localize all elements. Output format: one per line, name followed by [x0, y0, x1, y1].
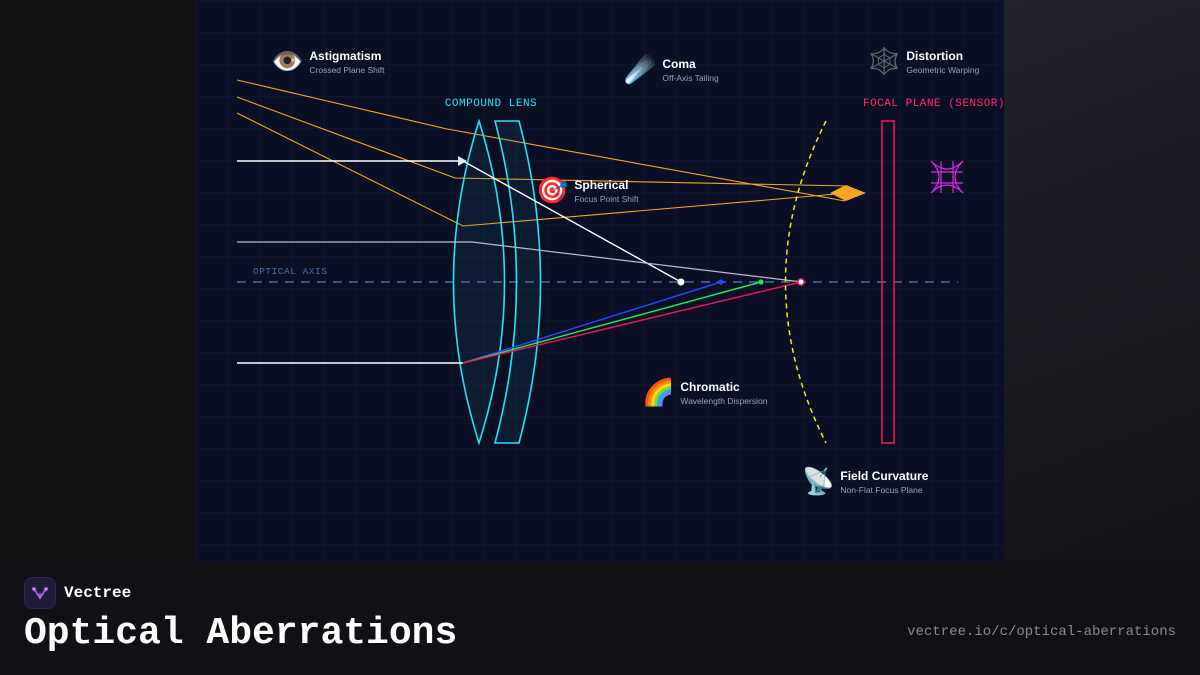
spiderweb-icon: 🕸️ [868, 47, 901, 77]
field-curvature-subtitle: Non-Flat Focus Plane [840, 484, 923, 495]
chromatic-focus-green [758, 279, 764, 285]
astigmatism-subtitle: Crossed Plane Shift [309, 64, 385, 75]
satellite-dish-icon: 📡 [802, 467, 835, 497]
distortion-subtitle: Geometric Warping [906, 64, 980, 75]
eye-icon: 👁️ [271, 47, 304, 77]
chromatic-focus-blue [718, 279, 724, 285]
chromatic-ray-green [462, 281, 762, 364]
coma-subtitle: Off-Axis Tailing [662, 72, 719, 83]
lens-element-rear [493, 120, 542, 444]
distortion-title: Distortion [906, 48, 964, 63]
brand[interactable]: Vectree [24, 577, 131, 609]
lens-label: COMPOUND LENS [445, 98, 537, 110]
page-url-link[interactable]: vectree.io/c/optical-aberrations [907, 624, 1176, 640]
vectree-logo-icon [24, 577, 56, 609]
field-curvature-title: Field Curvature [840, 468, 929, 483]
label-field-curvature: 📡 Field Curvature Non-Flat Focus Plane [802, 467, 928, 497]
optical-axis-label: OPTICAL AXIS [253, 266, 327, 277]
optics-diagram: OPTICAL AXIS COMPOUND LENS [236, 79, 1004, 446]
chromatic-focus-red [797, 278, 805, 286]
rainbow-icon: 🌈 [642, 378, 675, 408]
coma-focus-point [677, 278, 685, 286]
target-icon: 🎯 [536, 176, 569, 206]
spherical-title: Spherical [574, 177, 629, 192]
sensor-label: FOCAL PLANE (SENSOR) [863, 98, 1004, 110]
chromatic-ray-blue [462, 281, 722, 364]
label-astigmatism: 👁️ Astigmatism Crossed Plane Shift [271, 47, 385, 77]
marginal-ray [237, 241, 803, 283]
label-chromatic: 🌈 Chromatic Wavelength Dispersion [642, 378, 767, 408]
label-coma: ☄️ Coma Off-Axis Tailing [624, 55, 719, 85]
label-spherical: 🎯 Spherical Focus Point Shift [536, 176, 639, 206]
coma-title: Coma [662, 56, 696, 71]
coma-ray-out [462, 160, 682, 283]
label-distortion: 🕸️ Distortion Geometric Warping [868, 47, 979, 77]
chromatic-title: Chromatic [680, 379, 740, 394]
astigmatism-rays [236, 79, 849, 227]
chromatic-ray-red [462, 281, 802, 364]
astigmatism-focus-marker [830, 185, 866, 201]
focal-plane-sensor [881, 120, 895, 444]
diagram-canvas: OPTICAL AXIS COMPOUND LENS [196, 0, 1004, 562]
left-backdrop [0, 0, 196, 560]
page-title: Optical Aberrations [24, 612, 458, 655]
comet-icon: ☄️ [624, 55, 657, 85]
compound-lens [452, 118, 542, 446]
brand-name: Vectree [64, 584, 132, 602]
chromatic-subtitle: Wavelength Dispersion [680, 395, 768, 406]
spherical-subtitle: Focus Point Shift [574, 193, 639, 204]
right-backdrop [1004, 0, 1200, 560]
distortion-grid [930, 160, 964, 194]
coma-ray-arrow [458, 156, 467, 166]
field-curvature-curve [784, 120, 827, 444]
astigmatism-title: Astigmatism [309, 48, 382, 63]
